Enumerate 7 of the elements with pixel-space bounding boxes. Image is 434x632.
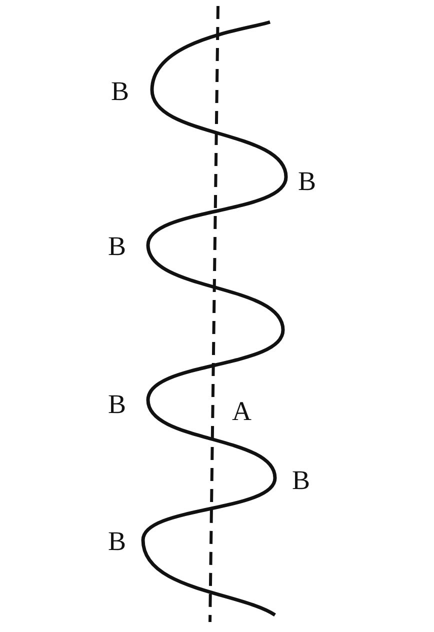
letter-label: B [292, 467, 310, 494]
letter-label: A [232, 398, 252, 425]
letter-label: B [298, 168, 316, 195]
letter-label: B [108, 528, 126, 555]
letter-label: B [108, 233, 126, 260]
letter-label: B [108, 391, 126, 418]
letter-label: B [111, 78, 130, 105]
